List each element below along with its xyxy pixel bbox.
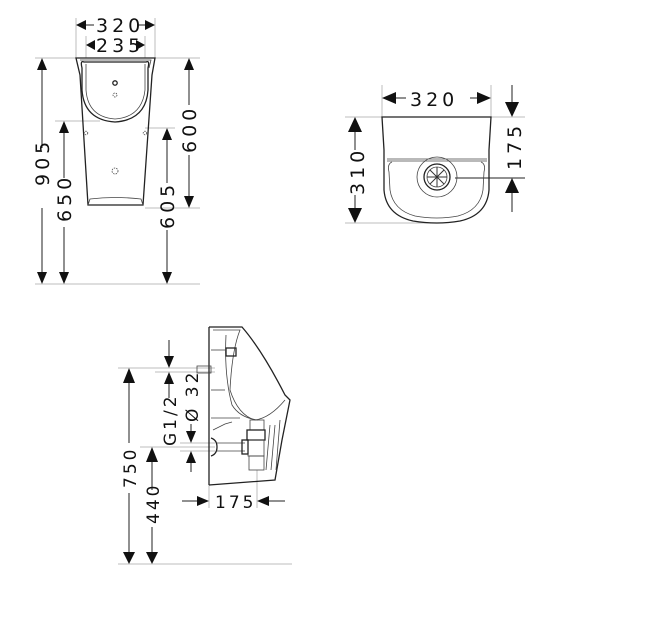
dim-outlet-projection: 175	[215, 493, 256, 513]
top-view: 320 310 175	[345, 85, 526, 224]
dim-mount-height: 650	[54, 174, 76, 222]
dim-top-width: 320	[410, 89, 458, 111]
dim-front-width: 320	[96, 15, 144, 37]
dim-top-depth: 310	[347, 147, 369, 195]
dim-front-bowl-width: 235	[96, 35, 144, 57]
dim-inlet-thread: G1/2	[161, 393, 181, 446]
dim-outlet-offset: 175	[504, 122, 526, 170]
dim-outlet-height: 440	[144, 483, 164, 524]
front-view: 320 235 905 650 600 605	[32, 15, 201, 285]
dim-lower-mount: 605	[157, 181, 179, 229]
dim-body-height: 600	[179, 105, 201, 153]
dim-inlet-height: 750	[121, 447, 141, 488]
dim-outlet-diameter: Ø 32	[183, 370, 203, 422]
dim-total-height: 905	[32, 138, 54, 186]
side-view: 750 440 G1/2 Ø 32 175	[118, 326, 292, 565]
